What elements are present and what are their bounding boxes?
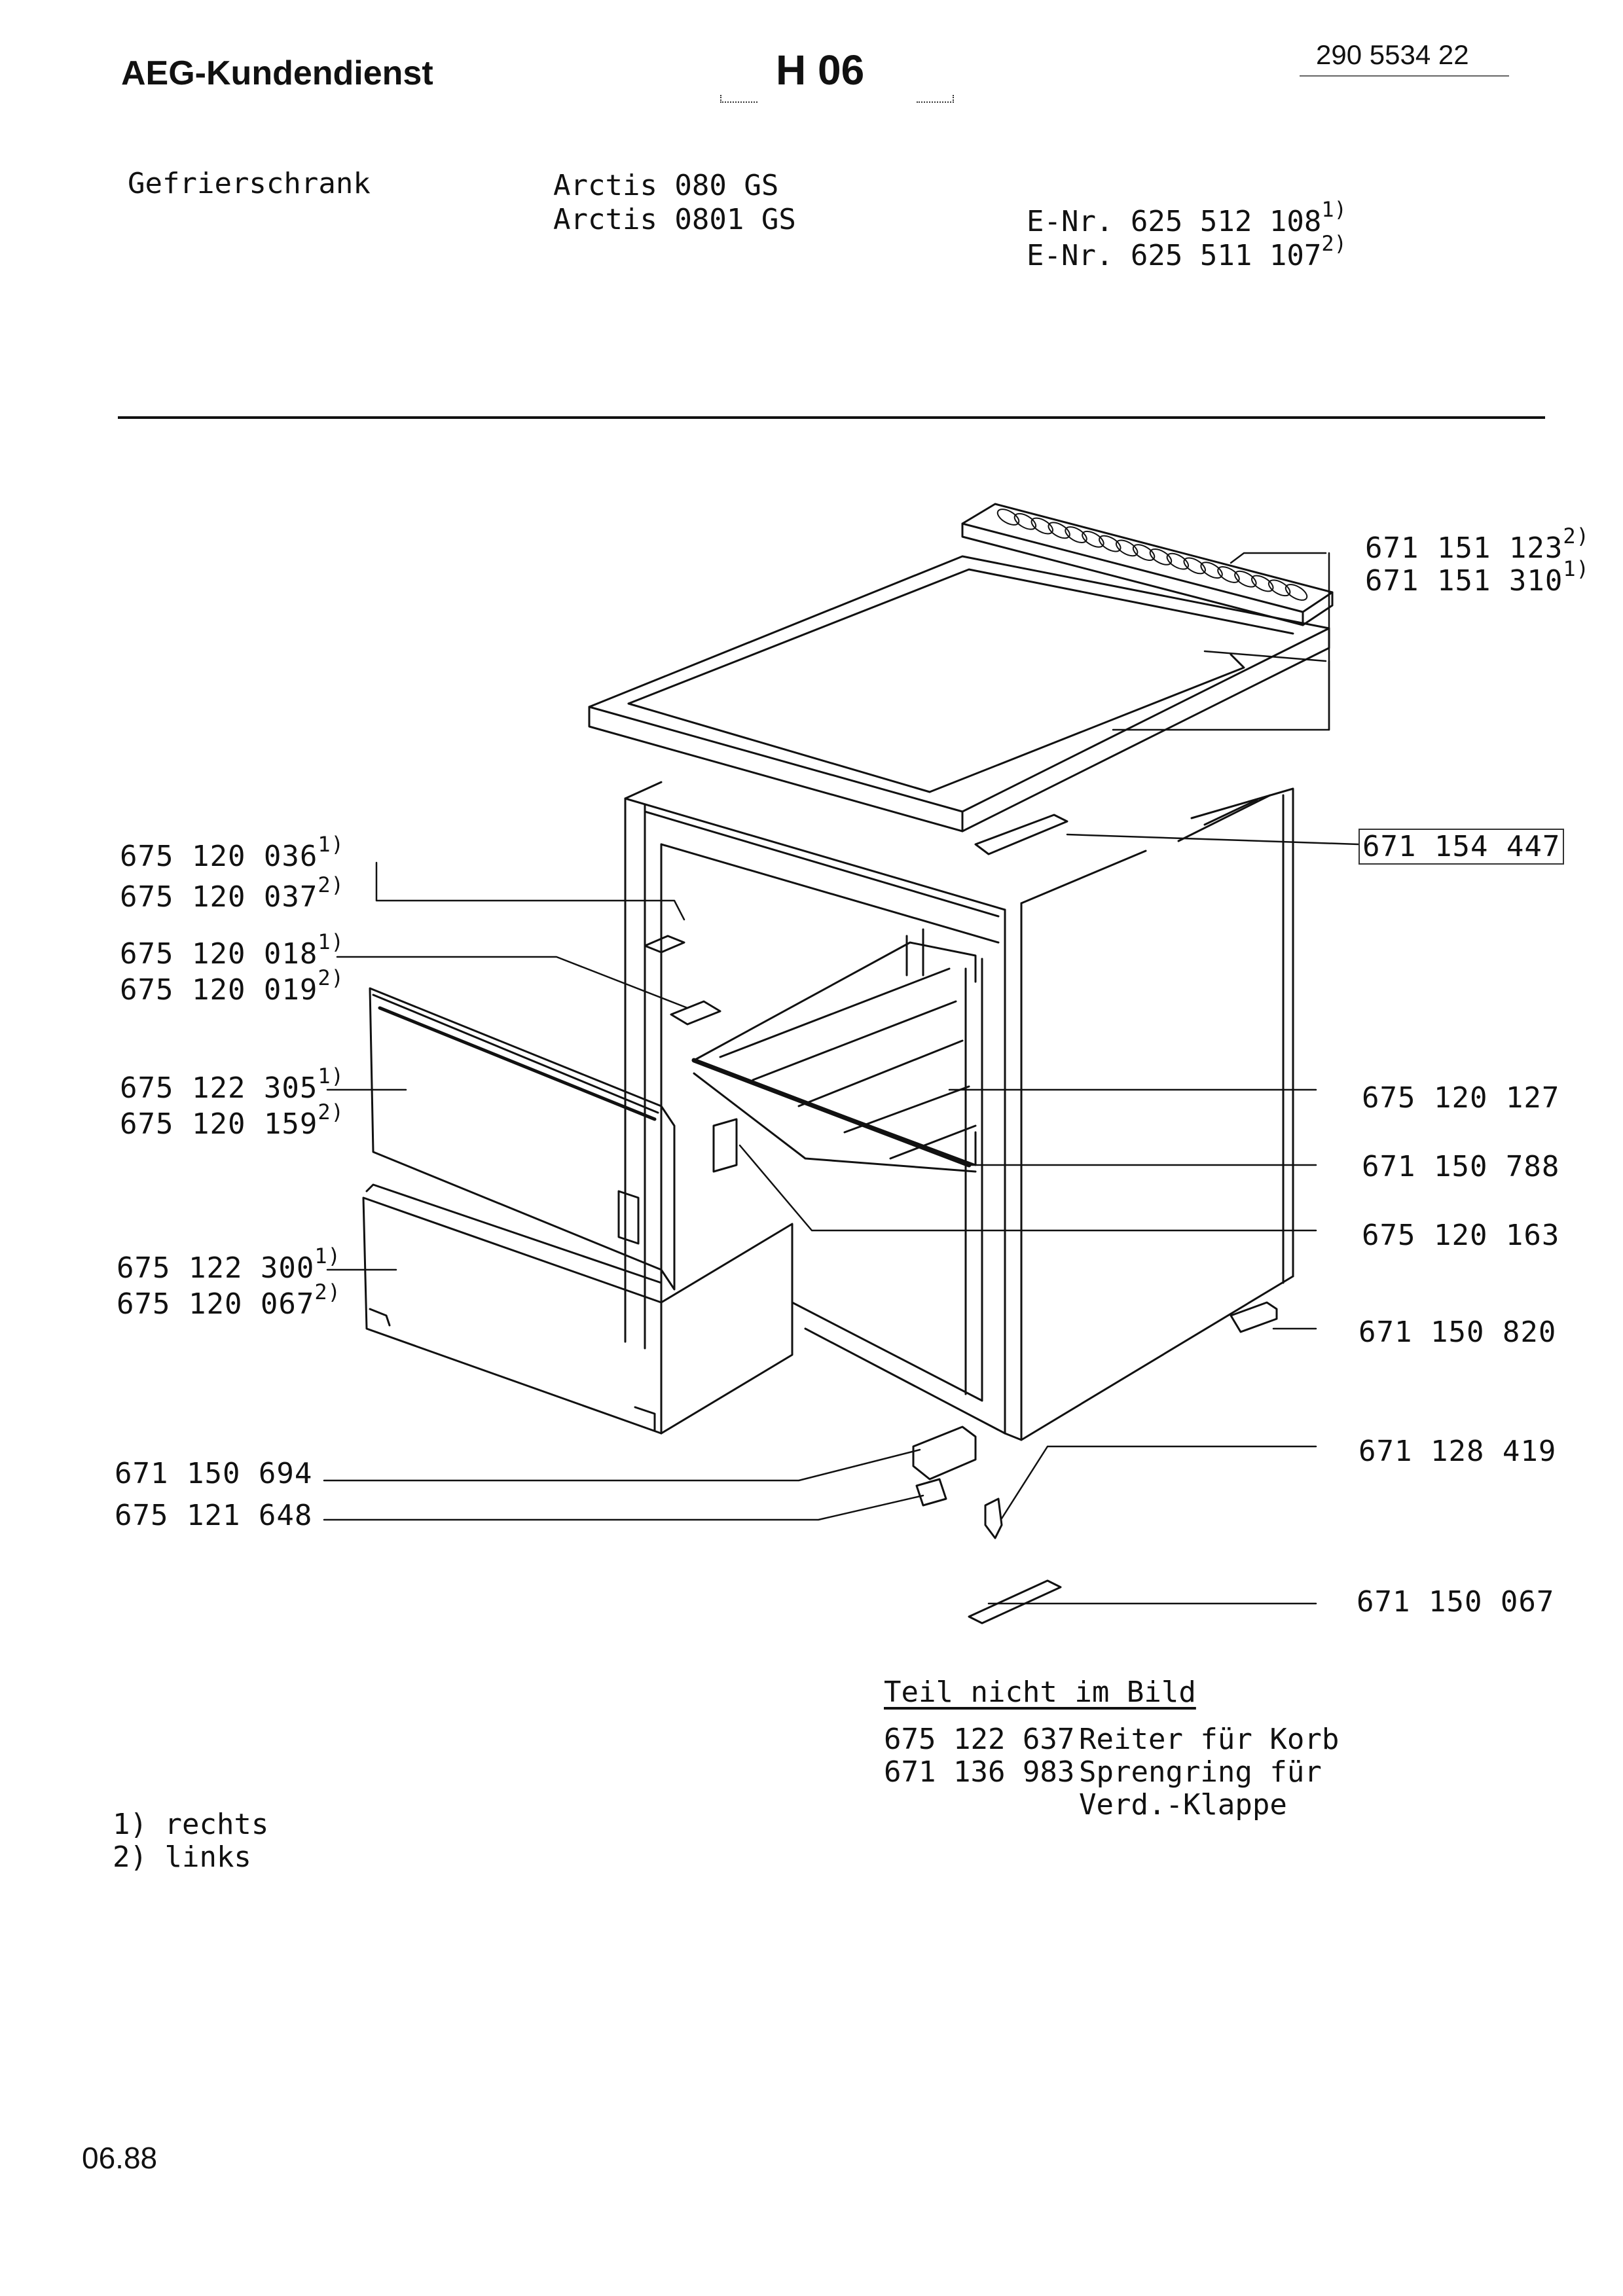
part-label-671151123: 671 151 1232) [1365, 524, 1590, 565]
part-label-671128419: 671 128 419 [1359, 1435, 1557, 1468]
footnote-2: 2) links [113, 1840, 251, 1874]
leader-lines [323, 552, 1360, 1605]
part-label-675122300: 675 122 3001) [117, 1244, 341, 1285]
small-parts-drawing [644, 814, 1278, 1624]
grille-slot [1065, 526, 1087, 543]
brand-title: AEG-Kundendienst [121, 54, 433, 92]
grille-slot [1217, 566, 1240, 583]
cabinet-body-drawing [624, 781, 1294, 1441]
part-label-675120018: 675 120 0181) [120, 929, 344, 971]
document-number: 290 5534 22 [1316, 39, 1469, 70]
grille-slot [1149, 548, 1173, 565]
grille-slots [996, 509, 1308, 601]
part-label-675121648: 675 121 648 [115, 1499, 313, 1532]
top-cover-drawing [588, 555, 1330, 833]
shelf-edge-drawing [691, 1058, 972, 1168]
grille-slot [1251, 575, 1274, 592]
vent-grille-drawing [961, 503, 1334, 626]
not-shown-item-2-desc: Sprengring für [1079, 1755, 1322, 1789]
part-label-675120037: 675 120 0372) [120, 872, 344, 914]
grille-slot [1166, 552, 1190, 570]
part-label-675120127: 675 120 127 [1362, 1081, 1560, 1115]
part-label-675120067: 675 120 0672) [117, 1280, 341, 1321]
not-shown-item-1-desc: Reiter für Korb [1079, 1723, 1340, 1756]
not-shown-item-3-desc: Verd.-Klappe [1079, 1788, 1287, 1821]
grille-slot [1115, 539, 1139, 557]
header-divider [118, 416, 1545, 419]
footnote-1: 1) rechts [113, 1808, 269, 1841]
model-2: Arctis 0801 GS [553, 203, 796, 236]
grille-slot [1132, 544, 1156, 562]
lower-drawer-drawing [362, 1183, 793, 1435]
doc-number-underline [1300, 75, 1509, 77]
grille-slot [1200, 562, 1223, 579]
grille-slot [1285, 584, 1308, 601]
e-number-1-label: E-Nr. 625 512 108 [1026, 205, 1322, 238]
e-number-2-label: E-Nr. 625 511 107 [1026, 239, 1322, 272]
part-label-671150694: 671 150 694 [115, 1457, 313, 1490]
part-label-671154447: 671 154 447 [1359, 829, 1565, 865]
grille-slot [1082, 530, 1104, 548]
part-label-675120019: 675 120 0192) [120, 965, 344, 1007]
group-code: H 06 [776, 46, 865, 94]
grille-slot [1099, 535, 1122, 552]
part-label-671150788: 671 150 788 [1362, 1150, 1560, 1183]
code-bracket-right [917, 95, 954, 103]
not-shown-item-2-number: 671 136 983 [884, 1755, 1075, 1789]
model-1: Arctis 080 GS [553, 169, 779, 202]
grille-slot [1048, 522, 1070, 539]
part-label-671150067: 671 150 067 [1357, 1585, 1555, 1619]
grille-slot [1267, 579, 1291, 597]
e-number-2: E-Nr. 625 511 1072) [992, 206, 1347, 272]
e-number-1: E-Nr. 625 512 1081) [992, 171, 1347, 238]
product-type: Gefrierschrank [128, 167, 371, 200]
part-label-671150820: 671 150 820 [1359, 1316, 1557, 1349]
edition-date: 06.88 [82, 2141, 158, 2175]
e-number-2-note: 2) [1321, 231, 1347, 256]
not-shown-heading: Teil nicht im Bild [884, 1676, 1196, 1709]
upper-flap-drawing [369, 987, 676, 1291]
grille-slot [996, 509, 1020, 526]
code-bracket-left [720, 95, 757, 103]
part-label-675122305: 675 122 3051) [120, 1064, 344, 1105]
grille-slot [1234, 570, 1257, 588]
grille-slot [1013, 512, 1037, 530]
part-label-675120036: 675 120 0361) [120, 832, 344, 873]
grille-slot [1030, 517, 1053, 535]
part-label-671151310: 671 151 3101) [1365, 556, 1590, 598]
not-shown-item-1-number: 675 122 637 [884, 1723, 1075, 1756]
e-number-1-note: 1) [1321, 197, 1347, 222]
part-label-675120163: 675 120 163 [1362, 1219, 1560, 1252]
part-label-675120159: 675 120 1592) [120, 1100, 344, 1141]
grille-slot [1183, 557, 1206, 575]
